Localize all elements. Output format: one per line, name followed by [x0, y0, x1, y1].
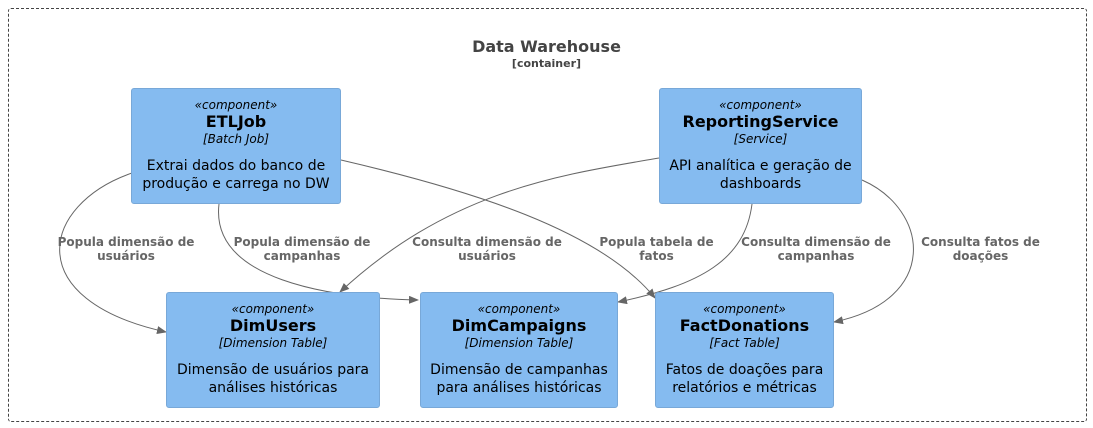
edge-label-etl-dimusers: Popula dimensão de usuários	[57, 235, 195, 263]
edge-etl-dimcampaigns	[218, 203, 419, 304]
component-dimcampaigns[interactable]: «component» DimCampaigns [Dimension Tabl…	[420, 292, 618, 408]
component-description: Dimensão de usuários para análises histó…	[176, 362, 369, 396]
boundary-type: [container]	[511, 57, 582, 70]
component-factdonations[interactable]: «component» FactDonations [Fact Table] F…	[655, 292, 834, 408]
component-stereotype: «component»	[477, 302, 561, 316]
edge-reporting-dimusers	[339, 157, 660, 293]
component-name: ReportingService	[682, 112, 839, 131]
component-dimusers[interactable]: «component» DimUsers [Dimension Table] D…	[166, 292, 380, 408]
component-technology: [Fact Table]	[709, 336, 780, 350]
component-etljob[interactable]: «component» ETLJob [Batch Job] Extrai da…	[131, 88, 341, 204]
component-name: DimCampaigns	[451, 316, 587, 335]
component-technology: [Batch Job]	[202, 132, 270, 146]
edge-label-etl-factdonations: Popula tabela de fatos	[599, 235, 714, 263]
component-stereotype: «component»	[719, 98, 802, 112]
component-name: ETLJob	[205, 112, 267, 131]
edge-etl-dimusers	[59, 172, 167, 334]
boundary-title: Data Warehouse	[472, 37, 621, 56]
component-technology: [Service]	[733, 132, 788, 146]
component-description: Extrai dados do banco de produção e carr…	[142, 158, 330, 192]
container-boundary	[8, 8, 1087, 422]
component-reportingservice[interactable]: «component» ReportingService [Service] A…	[659, 88, 862, 204]
component-stereotype: «component»	[231, 302, 315, 316]
component-name: FactDonations	[679, 316, 810, 335]
component-technology: [Dimension Table]	[218, 336, 328, 350]
component-description: Fatos de doações para relatórios e métri…	[665, 362, 824, 396]
component-description: API analítica e geração de dashboards	[669, 158, 852, 192]
edge-label-reporting-factdonations: Consulta fatos de doações	[921, 235, 1040, 263]
component-name: DimUsers	[229, 316, 317, 335]
edge-label-reporting-dimcampaigns: Consulta dimensão de campanhas	[741, 235, 891, 263]
component-stereotype: «component»	[703, 302, 786, 316]
component-description: Dimensão de campanhas para análises hist…	[430, 362, 608, 396]
edge-label-reporting-dimusers: Consulta dimensão de usuários	[412, 235, 562, 263]
edge-reporting-dimcampaigns	[617, 203, 753, 305]
edge-etl-factdonations	[340, 159, 656, 299]
edge-reporting-factdonations	[833, 179, 914, 325]
component-stereotype: «component»	[194, 98, 278, 112]
component-technology: [Dimension Table]	[464, 336, 574, 350]
edge-label-etl-dimcampaigns: Popula dimensão de campanhas	[233, 235, 371, 263]
